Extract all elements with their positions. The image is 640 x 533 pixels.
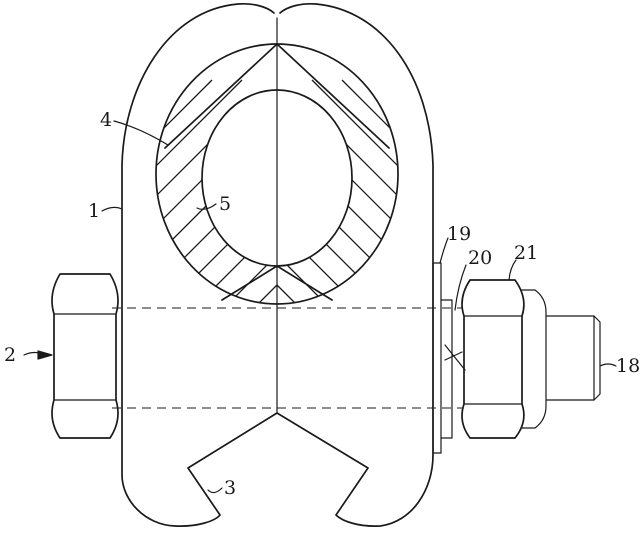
leader-3 <box>207 487 223 494</box>
nut-collar <box>521 289 547 429</box>
bolt-end <box>545 315 601 401</box>
leader-4 <box>113 120 169 146</box>
body-right-half <box>276 2 434 527</box>
part-labels: 4 1 5 2 3 19 20 21 18 <box>4 109 640 499</box>
label-1: 1 <box>88 200 100 222</box>
bolt-hidden-lines <box>112 307 462 409</box>
leader-19 <box>439 237 449 264</box>
leader-1 <box>101 206 123 212</box>
label-20: 20 <box>468 247 492 269</box>
plate <box>432 262 442 454</box>
body-left-half <box>121 2 278 527</box>
leader-2-arrow <box>37 350 53 360</box>
label-2: 2 <box>4 344 16 366</box>
label-3: 3 <box>224 477 236 499</box>
nut <box>461 279 525 439</box>
leader-20 <box>454 264 467 311</box>
leader-5 <box>196 203 217 210</box>
label-5: 5 <box>219 193 231 215</box>
sleeve-bottom-chevron <box>221 265 333 301</box>
label-19: 19 <box>447 223 471 245</box>
leader-lines <box>23 120 617 494</box>
label-4: 4 <box>100 109 112 131</box>
label-18: 18 <box>616 355 640 377</box>
leader-18 <box>599 363 617 367</box>
label-21: 21 <box>514 242 538 264</box>
washer-detail <box>444 344 466 371</box>
bolt-head <box>51 273 119 439</box>
leader-21 <box>508 259 517 281</box>
fastener-assembly <box>432 262 601 454</box>
washer <box>440 299 453 439</box>
sleeve-top-chevron <box>164 43 390 149</box>
clamp-body <box>121 2 434 527</box>
